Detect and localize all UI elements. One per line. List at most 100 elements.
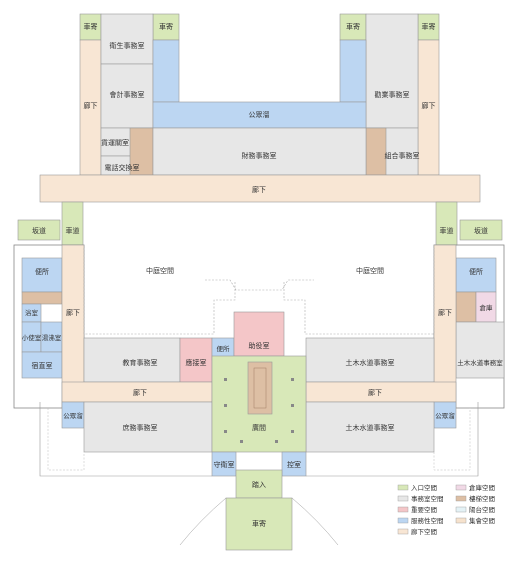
legend-item: 倉庫空間 [455, 483, 495, 492]
room-roka-small-r [435, 201, 458, 246]
room-kosyu-top [152, 101, 367, 129]
room-roka-cross [39, 174, 481, 203]
label-eisei: 衛生事務室 [110, 41, 145, 50]
label-kurumayose-main: 車寄 [252, 519, 266, 528]
hall-columns [224, 378, 294, 443]
label-benjo-c: 便所 [217, 344, 231, 353]
label-yutoshitsu: 湯沸室 [42, 333, 62, 342]
room-doboku-n [305, 337, 435, 383]
label-kosyu-r: 公眾溜 [435, 411, 455, 420]
legend-swatch [397, 517, 409, 524]
room-osetsu [179, 337, 213, 383]
legend-label: 服務性空間 [411, 516, 444, 525]
label-roka-small-r: 車道 [440, 226, 454, 235]
room-fuzoku [281, 451, 307, 477]
label-denwa: 電話交換室 [105, 163, 140, 172]
stair-east [455, 291, 477, 323]
label-benjo-r: 便所 [469, 267, 483, 276]
label-shoyushitsu: 小使室 [22, 333, 42, 342]
north-wing [39, 13, 481, 203]
room-shukuchoku [21, 351, 63, 379]
central-stair-inner [253, 367, 267, 409]
label-roka-front-r: 廊下 [368, 388, 382, 397]
legend-label: 陽台空間 [469, 505, 495, 514]
legend-swatch [455, 506, 467, 513]
label-kaikei: 會計事務室 [110, 90, 145, 99]
room-labels: 車寄 車寄 車寄 車寄 衛生事務室 會計事務室 勸業事務室 公眾溜 廊下 廊下 … [22, 22, 504, 528]
room-doboku-ne [455, 321, 505, 379]
central-stair [247, 361, 273, 415]
label-doboku-n: 土木水道事務室 [346, 358, 395, 367]
legend-item: 重要空間 [397, 505, 437, 514]
label-joyaku: 助役室 [249, 341, 270, 350]
room-sakamichi-r [459, 219, 503, 241]
room-kyoiku [83, 337, 181, 383]
label-roka-right: 廊下 [422, 101, 436, 110]
room-joyaku [233, 311, 285, 357]
label-roka-wr: 廊下 [438, 308, 452, 317]
label-yokushitsu: 浴室 [25, 308, 39, 317]
label-yohin: 貨運關室 [101, 138, 129, 147]
legend-swatch [397, 484, 409, 491]
label-kangyo: 勸業事務室 [375, 90, 410, 99]
legend-item: 廊下空間 [397, 527, 437, 536]
label-kurumayose-tr2: 車寄 [422, 22, 436, 31]
legend-item: 入口空間 [397, 483, 437, 492]
legend-label: 事務室空間 [411, 494, 444, 503]
label-soko-r: 倉庫 [480, 303, 494, 312]
legend-item: 事務室空間 [397, 494, 444, 503]
legend-item: 服務性空間 [397, 516, 444, 525]
room-doboku-s [305, 401, 435, 453]
label-fuzoku: 控室 [287, 460, 301, 469]
label-osetsu: 應接室 [186, 358, 207, 367]
label-kurumayose-tl: 車寄 [84, 22, 98, 31]
label-shomu: 庶務事務室 [123, 423, 158, 432]
legend-label: 倉庫空間 [469, 483, 495, 492]
legend-label: 入口空間 [411, 483, 437, 492]
label-roka-left: 廊下 [84, 101, 98, 110]
room-kaikei [100, 63, 154, 129]
room-roka-small-l [61, 201, 84, 246]
side-connectors [17, 201, 503, 246]
label-roka-wl: 廊下 [66, 308, 80, 317]
room-eisei [100, 13, 154, 65]
courtyard [83, 248, 435, 335]
label-kyoiku: 教育事務室 [123, 358, 158, 367]
south-block [39, 311, 479, 551]
label-entrance: 踏入 [252, 480, 266, 489]
legend-swatch [455, 495, 467, 502]
label-benjo-l: 便所 [35, 267, 49, 276]
room-kurumayose-main [225, 497, 293, 551]
label-doboku-s: 土木水道事務室 [346, 423, 395, 432]
service-right-north [339, 39, 367, 103]
legend-label: 樓梯空間 [469, 494, 495, 503]
label-chutei-l: 中庭空間 [146, 266, 174, 275]
stair-west [21, 291, 63, 305]
room-kurumayose-tl2 [152, 13, 180, 41]
room-kurumayose-tr [339, 13, 367, 41]
label-kumiai: 組合事務室 [385, 151, 420, 160]
legend-swatch [397, 528, 409, 535]
room-benjo-r [455, 257, 497, 293]
room-shuei [211, 451, 237, 477]
legend-item: 陽台空間 [455, 505, 495, 514]
label-roka-small-l: 車道 [66, 226, 80, 235]
label-sakamichi-l: 坂道 [32, 226, 46, 235]
room-entrance [235, 469, 283, 499]
label-shukuchoku: 宿直室 [32, 361, 53, 370]
legend-label: 集會空間 [469, 516, 495, 525]
room-zaimu [152, 127, 367, 176]
label-kurumayose-tl2: 車寄 [159, 22, 173, 31]
legend-item: 樓梯空間 [455, 494, 495, 503]
label-sakamichi-r: 坂道 [474, 226, 488, 235]
room-sakamichi-l [17, 219, 61, 241]
label-roka-cross: 廊下 [252, 185, 266, 194]
legend-item: 集會空間 [455, 516, 495, 525]
stair-right-north [365, 127, 387, 176]
legend-label: 廊下空間 [411, 527, 437, 536]
label-kosyu-top: 公眾溜 [249, 110, 270, 119]
label-roka-front-l: 廊下 [133, 388, 147, 397]
label-chutei-r: 中庭空間 [356, 266, 384, 275]
